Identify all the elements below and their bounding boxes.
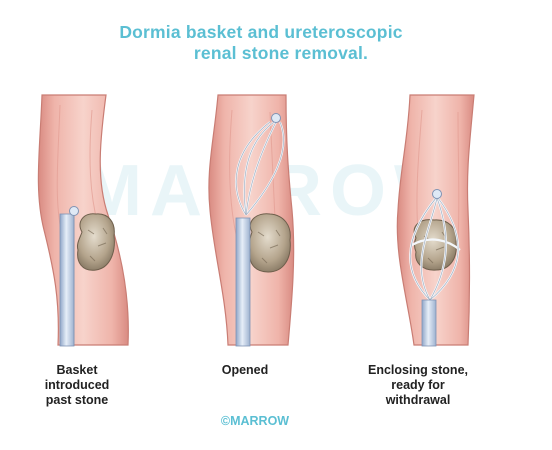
caption-line: Opened	[221, 363, 269, 377]
caption-line: withdrawal	[385, 393, 451, 407]
panel-basket-introduced	[37, 94, 129, 347]
diagram-title: Dormia basket and ureteroscopic renal st…	[0, 22, 552, 64]
caption-enclosing-stone: Enclosing stone, ready for withdrawal	[338, 363, 498, 408]
title-line-1: Dormia basket and ureteroscopic	[119, 22, 403, 42]
copyright-mark: ©MARROW	[220, 414, 290, 428]
stone-1	[77, 213, 115, 271]
ureteroscope-2	[235, 217, 251, 347]
panel-basket-enclosing	[396, 94, 475, 347]
ureteroscope-1	[59, 213, 75, 347]
basket-tip-1	[69, 206, 79, 216]
caption-line: Enclosing stone,	[367, 363, 468, 377]
caption-line: ready for	[391, 378, 445, 392]
caption-line: introduced	[44, 378, 110, 392]
basket-tip-3	[432, 189, 442, 199]
basket-tip-2	[271, 113, 281, 123]
title-line-2: renal stone removal.	[193, 43, 369, 63]
caption-basket-introduced: Basket introduced past stone	[22, 363, 132, 408]
caption-line: Basket	[56, 363, 98, 377]
panel-basket-opened	[208, 94, 295, 347]
stone-2	[248, 213, 291, 273]
caption-opened: Opened	[190, 363, 300, 378]
ureteroscope-3	[421, 299, 437, 347]
caption-line: past stone	[45, 393, 109, 407]
